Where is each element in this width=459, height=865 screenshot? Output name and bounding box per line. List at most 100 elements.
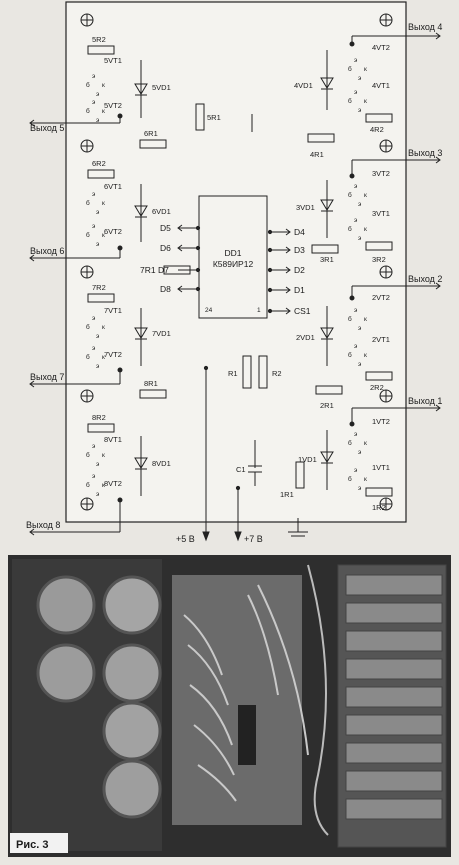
- capacitors: [36, 575, 162, 819]
- channel-7: [29, 265, 191, 388]
- transistor-pin-letter: э: [96, 209, 100, 216]
- transistor-pin-letter: э: [96, 117, 100, 124]
- transistor-pin-letter: б: [348, 225, 352, 233]
- transistor-pin-letter: к: [364, 476, 367, 483]
- ch8-vt-top: 8VT1: [104, 435, 122, 444]
- transistor-pin-letter: б: [86, 451, 90, 459]
- ch4-vd: 4VD1: [294, 81, 313, 90]
- ch6-vd: 6VD1: [152, 207, 171, 216]
- transistor-pin-letter: э: [96, 91, 100, 98]
- pin-d5: D5: [160, 223, 171, 233]
- transistor-pin-letter: к: [364, 316, 367, 323]
- transistor-pin-letter: к: [364, 98, 367, 105]
- transistor-pin-letter: б: [86, 199, 90, 207]
- r1-label: R1: [228, 369, 238, 378]
- transistor-pin-letter: к: [102, 482, 105, 489]
- transistor-pin-letter: к: [102, 324, 105, 331]
- pcb: [172, 575, 302, 825]
- transistor-pin-letter: э: [358, 449, 362, 456]
- chip-part: К589ИР12: [213, 259, 254, 269]
- ch5-vt-bot: 5VT2: [104, 101, 122, 110]
- chip-pin-1: 1: [257, 307, 261, 314]
- ch3-vt-top: 3VT2: [372, 169, 390, 178]
- ch7-vt-top: 7VT1: [104, 306, 122, 315]
- transistor-pin-letter: э: [354, 467, 358, 474]
- ch2-vt-bot: 2VT1: [372, 335, 390, 344]
- transistor-pin-letter: э: [354, 431, 358, 438]
- transistor-pin-letter: э: [354, 217, 358, 224]
- transistor-pin-letter: э: [358, 325, 362, 332]
- ch5-vd: 5VD1: [152, 83, 171, 92]
- transistor-pin-letter: б: [348, 475, 352, 483]
- circuit-board-layout: DD1 К589ИР12 24 1 D5 D6 7R1 D7 D8 D4 D3 …: [26, 1, 442, 544]
- transistor-pin-letter: к: [364, 440, 367, 447]
- r2-label: R2: [272, 369, 282, 378]
- transistor-pin-letter: э: [358, 235, 362, 242]
- board-outline: [65, 1, 407, 523]
- transistor-pin-letter: э: [354, 57, 358, 64]
- transistor-pin-letter: б: [86, 323, 90, 331]
- transistor-pin-letter: к: [364, 192, 367, 199]
- ch2-output: Выход 2: [408, 274, 442, 284]
- ch3-vd: 3VD1: [296, 203, 315, 212]
- power-7v: +7 В: [244, 534, 263, 544]
- transistor-pin-letter: э: [358, 75, 362, 82]
- transistor-pin-letter: э: [354, 307, 358, 314]
- channel-1: [295, 404, 441, 497]
- transistor-pin-letter: б: [348, 65, 352, 73]
- transistor-pin-letter: к: [364, 352, 367, 359]
- transistor-pin-letter: э: [92, 223, 96, 230]
- transistor-pin-letter: э: [354, 183, 358, 190]
- transistor-pin-letter: э: [92, 99, 96, 106]
- ch8-r-base: 8R2: [92, 413, 106, 422]
- ch2-r-col: 2R1: [320, 401, 334, 410]
- ch4-output: Выход 4: [408, 22, 442, 32]
- heat-sink: [337, 564, 447, 848]
- transistor-pin-letter: э: [96, 461, 100, 468]
- chip-name: DD1: [224, 248, 241, 258]
- ch7-vd: 7VD1: [152, 329, 171, 338]
- ch6-vt-bot: 6VT2: [104, 227, 122, 236]
- ch8-vd: 8VD1: [152, 459, 171, 468]
- ch7-vt-bot: 7VT2: [104, 350, 122, 359]
- ch1-vt-bot: 1VT1: [372, 463, 390, 472]
- transistor-pin-letter: э: [92, 345, 96, 352]
- transistor-pin-letter: к: [102, 200, 105, 207]
- transistor-pin-letter: б: [86, 231, 90, 239]
- ch7-output: Выход 7: [30, 372, 64, 382]
- transistor-pin-letter: к: [102, 108, 105, 115]
- channel-5: [29, 45, 205, 131]
- ch2-r-base: 2R2: [370, 383, 384, 392]
- ch4-r-col: 4R1: [310, 150, 324, 159]
- channel-8: [29, 389, 167, 536]
- transistor-pin-letter: э: [92, 473, 96, 480]
- ch4-vt-bot: 4VT1: [372, 81, 390, 90]
- mounting-holes: [80, 13, 393, 511]
- ch6-output: Выход 6: [30, 246, 64, 256]
- transistor-pin-letter: к: [102, 452, 105, 459]
- ch1-r-col: 1R1: [280, 490, 294, 499]
- channel-6: [29, 139, 167, 262]
- ch4-r-base: 4R2: [370, 125, 384, 134]
- transistor-pin-letter: б: [348, 97, 352, 105]
- c1-label: C1: [236, 465, 246, 474]
- wires: [183, 584, 309, 802]
- transistor-pin-letter: к: [102, 82, 105, 89]
- pin-d6: D6: [160, 243, 171, 253]
- ch3-vt-bot: 3VT1: [372, 209, 390, 218]
- transistor-pin-letter: к: [364, 226, 367, 233]
- transistor-pin-letter: б: [86, 353, 90, 361]
- ch8-vt-bot: 8VT2: [104, 479, 122, 488]
- ch7-r-base: 7R2: [92, 283, 106, 292]
- transistor-pin-letter: э: [96, 333, 100, 340]
- ch3-r-col: 3R1: [320, 255, 334, 264]
- channel-4: [307, 32, 441, 143]
- pin-d8: D8: [160, 284, 171, 294]
- transistor-pin-letter: б: [86, 107, 90, 115]
- transistor-pin-letter: б: [86, 481, 90, 489]
- transistor-pin-letter: к: [102, 232, 105, 239]
- ch5-r-base: 5R2: [92, 35, 106, 44]
- pin-d4: D4: [294, 227, 305, 237]
- transistor-pin-letter: б: [86, 81, 90, 89]
- chip-pin-24: 24: [205, 307, 213, 314]
